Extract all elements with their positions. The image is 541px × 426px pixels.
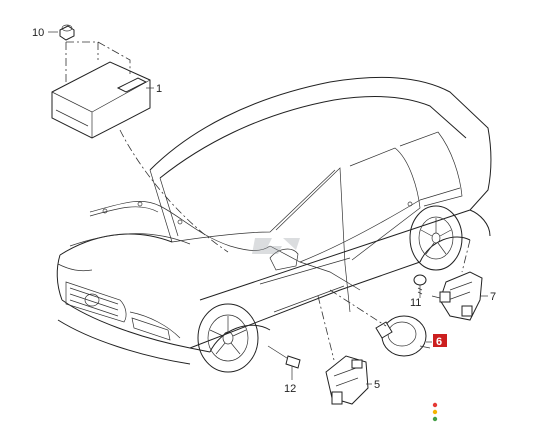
rear-sensor-part — [431, 271, 483, 321]
callout-label-5: 5 — [374, 379, 380, 391]
callout-label-6: 6 — [436, 336, 442, 348]
wiring-harness — [89, 187, 461, 291]
status-dot-red — [432, 402, 438, 408]
callout-label-12: 12 — [284, 383, 296, 395]
callout-label-11: 11 — [410, 297, 421, 309]
front-sensor-part — [325, 355, 369, 405]
leader-line-part-7 — [461, 239, 471, 273]
callout-12: 12 — [284, 383, 296, 395]
leader-line-part-5 — [317, 295, 335, 361]
callout-11: 11 — [410, 297, 421, 309]
leader-line-part-1 — [119, 129, 229, 253]
callout-5: 5 — [366, 379, 380, 391]
mounting-outline — [65, 41, 131, 84]
brand-watermark-icon — [252, 238, 300, 254]
status-dot-yellow — [432, 409, 438, 415]
wire-pin-part — [267, 345, 301, 380]
status-dot-green — [432, 416, 438, 422]
callout-1: 1 — [146, 83, 162, 95]
leader-line-part-6 — [329, 289, 387, 327]
callout-10: 10 — [32, 27, 58, 39]
callout-label-1: 1 — [156, 83, 162, 95]
bolt-part — [413, 274, 427, 298]
impact-sensor-part — [375, 315, 431, 357]
callout-label-10: 10 — [32, 27, 44, 39]
callout-7: 7 — [480, 291, 496, 303]
highlight-badge — [433, 334, 447, 347]
control-unit-part — [51, 61, 151, 139]
nut-part — [59, 24, 75, 41]
callout-6: 6 — [426, 334, 447, 348]
callout-label-7: 7 — [490, 291, 496, 303]
traffic-light-dots-icon — [432, 402, 438, 422]
car-outline — [56, 76, 492, 373]
